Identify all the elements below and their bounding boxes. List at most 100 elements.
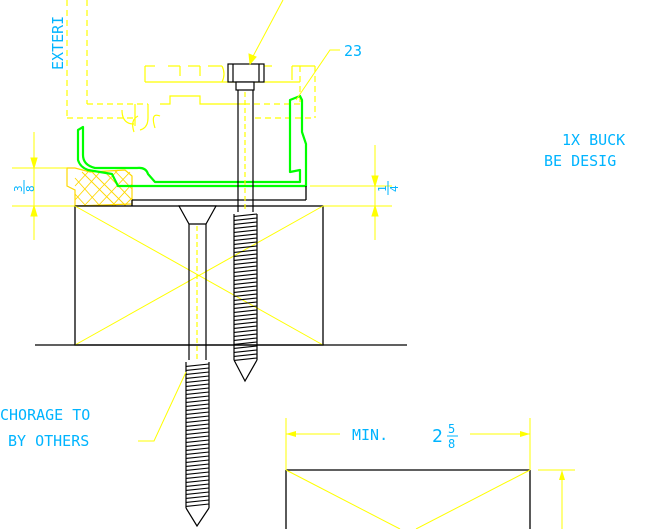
min-dimension-prefix: MIN. bbox=[352, 426, 388, 444]
screw-thread bbox=[233, 313, 258, 317]
screw-thread bbox=[185, 371, 210, 375]
dim-left-denominator: 8 bbox=[24, 185, 37, 192]
screw-thread bbox=[185, 395, 210, 399]
screw-thread bbox=[233, 353, 258, 357]
screw-thread bbox=[185, 363, 210, 367]
screw-thread bbox=[233, 317, 258, 321]
frame-exterior-outline bbox=[66, 0, 316, 119]
screw-thread bbox=[233, 345, 258, 349]
screw-thread bbox=[233, 357, 258, 361]
anchorage-line-2: BY OTHERS bbox=[8, 432, 89, 450]
screw-thread bbox=[185, 415, 210, 419]
screw-thread bbox=[233, 321, 258, 325]
screw-thread bbox=[185, 491, 210, 495]
screw-thread bbox=[185, 459, 210, 463]
screw-thread bbox=[185, 391, 210, 395]
screw-thread bbox=[185, 495, 210, 499]
screw-thread bbox=[185, 419, 210, 423]
screw-thread bbox=[233, 337, 258, 341]
anchorage-line-1: CHORAGE TO bbox=[0, 406, 90, 424]
screw-thread bbox=[185, 503, 210, 507]
screw-thread bbox=[185, 367, 210, 371]
screw-thread bbox=[185, 403, 210, 407]
min-dimension-denominator: 8 bbox=[448, 437, 455, 451]
screw-thread bbox=[233, 281, 258, 285]
screw-thread bbox=[233, 309, 258, 313]
screw-thread bbox=[185, 375, 210, 379]
dimension-right bbox=[310, 145, 392, 240]
screw-thread bbox=[233, 265, 258, 269]
screw-thread bbox=[233, 249, 258, 253]
dim-right-denominator: 4 bbox=[388, 185, 401, 192]
callout-leader-top bbox=[248, 0, 284, 66]
screw-thread bbox=[233, 325, 258, 329]
screw-thread bbox=[185, 487, 210, 491]
frame-extrusion-profile bbox=[121, 65, 315, 133]
exterior-label: EXTERI bbox=[49, 16, 67, 70]
screw-thread bbox=[185, 411, 210, 415]
screw-thread bbox=[185, 447, 210, 451]
screw-thread bbox=[185, 483, 210, 487]
dimension-left bbox=[12, 132, 75, 240]
screw-thread bbox=[233, 273, 258, 277]
screw-thread bbox=[185, 435, 210, 439]
min-dimension-whole: 2 bbox=[432, 426, 443, 447]
screw-thread bbox=[233, 261, 258, 265]
screw-thread bbox=[233, 301, 258, 305]
screw-thread bbox=[185, 443, 210, 447]
dim-right-numerator: 1 bbox=[376, 185, 389, 192]
callout-leader-23 bbox=[295, 49, 340, 101]
callout-leader-anchorage bbox=[138, 371, 187, 442]
callout-number-23: 23 bbox=[344, 42, 362, 60]
sill-receptor-profile bbox=[76, 94, 308, 188]
screw-thread bbox=[185, 427, 210, 431]
screw-thread bbox=[233, 253, 258, 257]
screw-thread bbox=[233, 213, 258, 217]
hex-head-screw bbox=[227, 63, 265, 383]
screw-thread bbox=[185, 387, 210, 391]
lower-block bbox=[285, 418, 575, 529]
note-line-2: BE DESIG bbox=[544, 152, 616, 170]
screw-thread bbox=[185, 499, 210, 503]
screw-thread bbox=[185, 423, 210, 427]
screw-thread bbox=[185, 467, 210, 471]
screw-thread bbox=[185, 471, 210, 475]
screw-thread bbox=[233, 289, 258, 293]
flat-head-screw bbox=[177, 205, 218, 528]
screw-thread bbox=[233, 233, 258, 237]
note-line-1: 1X BUCK bbox=[562, 131, 625, 149]
screw-thread bbox=[185, 383, 210, 387]
screw-thread bbox=[233, 341, 258, 345]
screw-thread bbox=[185, 451, 210, 455]
screw-thread bbox=[185, 439, 210, 443]
screw-thread bbox=[185, 399, 210, 403]
screw-thread bbox=[233, 305, 258, 309]
screw-thread bbox=[233, 333, 258, 337]
screw-thread bbox=[233, 217, 258, 221]
screw-thread bbox=[185, 475, 210, 479]
screw-thread bbox=[185, 479, 210, 483]
screw-thread bbox=[185, 407, 210, 411]
screw-thread bbox=[185, 463, 210, 467]
screw-thread bbox=[233, 241, 258, 245]
screw-thread bbox=[233, 225, 258, 229]
wood-buck-cross bbox=[74, 205, 324, 346]
min-dimension-numerator: 5 bbox=[448, 422, 455, 436]
screw-thread bbox=[233, 297, 258, 301]
screw-thread bbox=[185, 431, 210, 435]
screw-thread bbox=[185, 379, 210, 383]
screw-thread bbox=[233, 293, 258, 297]
dim-left-numerator: 3 bbox=[12, 185, 25, 192]
screw-thread bbox=[233, 257, 258, 261]
screw-thread bbox=[233, 329, 258, 333]
screw-thread bbox=[233, 237, 258, 241]
screw-thread bbox=[233, 269, 258, 273]
screw-thread bbox=[233, 245, 258, 249]
screw-thread bbox=[185, 455, 210, 459]
screw-thread bbox=[233, 349, 258, 353]
screw-thread bbox=[233, 221, 258, 225]
screw-thread bbox=[233, 229, 258, 233]
screw-thread bbox=[233, 285, 258, 289]
screw-thread bbox=[233, 277, 258, 281]
